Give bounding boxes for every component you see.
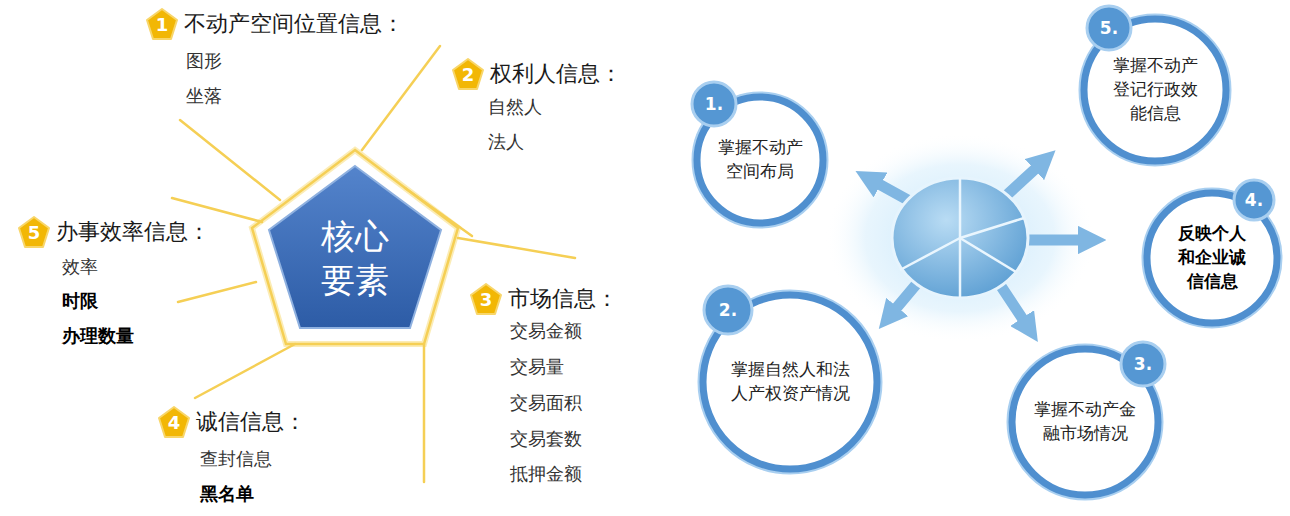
badge-number: 1	[146, 8, 178, 40]
core-pentagon: 核心 要素	[265, 162, 445, 332]
item-label: 办理数量	[62, 325, 134, 347]
number-badge: 5办事效率信息：	[18, 216, 50, 248]
circle-text: 掌握不动产 空间布局	[718, 136, 803, 184]
info-circle: 掌握不动产 空间布局 1.	[692, 92, 828, 228]
number-tab: 4.	[1232, 178, 1276, 222]
item-label: 法人	[488, 131, 524, 153]
core-label: 核心 要素	[321, 214, 389, 302]
glow	[825, 133, 1095, 343]
tab-number: 1.	[705, 96, 723, 113]
number-tab: 2.	[702, 284, 754, 336]
item-label: 自然人	[488, 96, 542, 118]
badge-number: 3	[470, 283, 502, 315]
item-label: 效率	[62, 256, 98, 278]
tab-number: 4.	[1245, 192, 1263, 209]
number-tab: 5.	[1085, 4, 1133, 52]
number-badge: 1不动产空间位置信息：	[146, 8, 178, 40]
item-label: 交易面积	[510, 392, 582, 414]
badge-number: 2	[452, 58, 484, 90]
number-badge: 3市场信息：	[470, 283, 502, 315]
category-heading: 市场信息：	[508, 283, 618, 315]
badge-number: 4	[158, 406, 190, 438]
item-label: 查封信息	[200, 448, 272, 470]
info-circle: 掌握不动产金 融市场情况 3.	[1007, 344, 1163, 500]
circle-text: 掌握不动产 登记行政效 能信息	[1113, 54, 1198, 125]
category-heading: 诚信信息：	[196, 406, 306, 438]
item-label: 交易金额	[510, 320, 582, 342]
pie	[892, 178, 1028, 298]
number-tab: 3.	[1119, 340, 1167, 388]
number-badge: 4诚信信息：	[158, 406, 190, 438]
info-circle: 反映个人 和企业诚 信信息 4.	[1142, 188, 1282, 328]
item-label: 图形	[186, 50, 222, 72]
circle-text: 反映个人 和企业诚 信信息	[1178, 222, 1246, 293]
tab-number: 5.	[1100, 20, 1118, 37]
info-circle: 掌握自然人和法 人产权资产情况 2.	[698, 290, 882, 474]
category-heading: 不动产空间位置信息：	[184, 8, 404, 40]
number-tab: 1.	[690, 80, 738, 128]
category-heading: 权利人信息：	[490, 58, 622, 90]
item-label: 坐落	[186, 85, 222, 107]
item-label: 时限	[62, 290, 98, 312]
item-label: 黑名单	[200, 483, 254, 505]
web-lines	[172, 46, 575, 482]
tab-number: 2.	[719, 302, 737, 319]
arrows	[868, 160, 1092, 330]
badge-number: 5	[18, 216, 50, 248]
item-label: 交易量	[510, 356, 564, 378]
category-heading: 办事效率信息：	[56, 216, 210, 248]
circle-text: 掌握自然人和法 人产权资产情况	[731, 358, 850, 406]
item-label: 交易套数	[510, 428, 582, 450]
number-badge: 2权利人信息：	[452, 58, 484, 90]
circle-text: 掌握不动产金 融市场情况	[1034, 398, 1136, 446]
tab-number: 3.	[1134, 356, 1152, 373]
item-label: 抵押金额	[510, 463, 582, 485]
info-circle: 掌握不动产 登记行政效 能信息 5.	[1079, 14, 1231, 166]
